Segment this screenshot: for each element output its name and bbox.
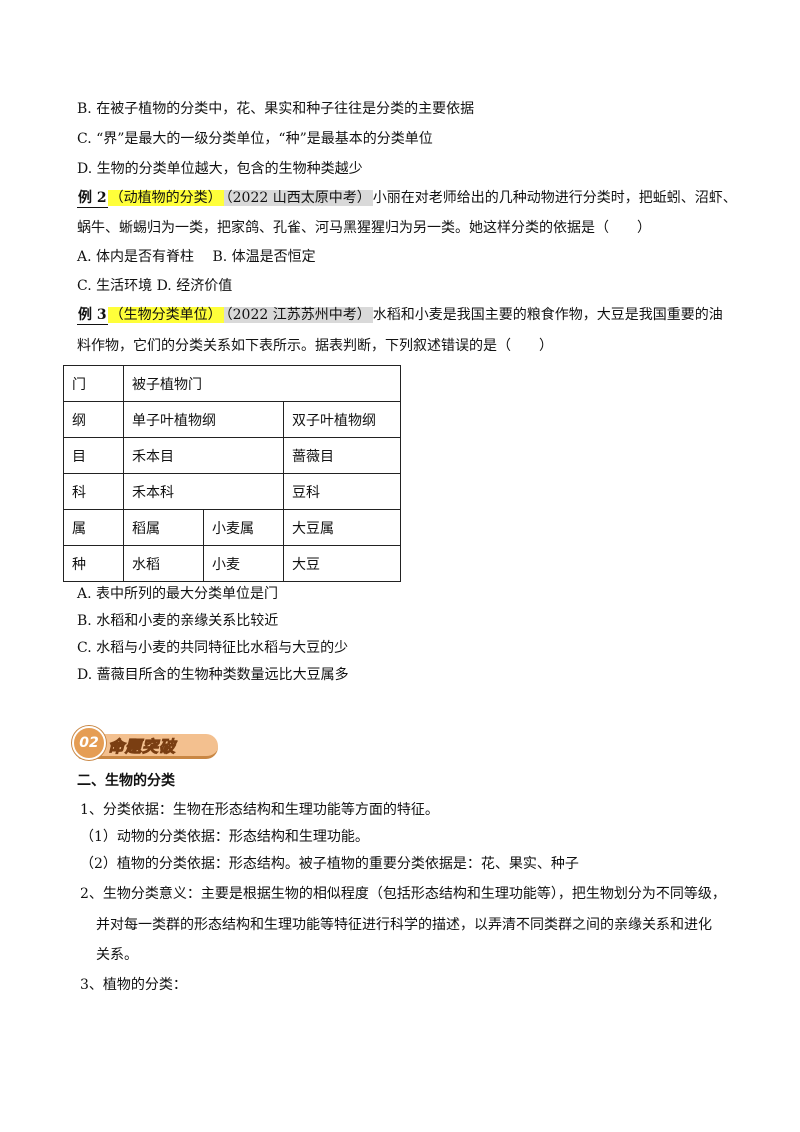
- table-row: 目 禾本目 蔷薇目: [63, 437, 401, 474]
- example3-stem-line2: 料作物，它们的分类关系如下表所示。据表判断，下列叙述错误的是（ ）: [77, 338, 553, 354]
- table-cell: 禾本科: [123, 473, 284, 510]
- example2-stem-line1: 小丽在对老师给出的几种动物进行分类时，把蚯蚓、沼虾、: [372, 190, 737, 206]
- q1-option-b: B. 在被子植物的分类中，花、果实和种子往往是分类的主要依据: [77, 101, 475, 117]
- table-cell-rank: 科: [63, 473, 124, 510]
- table-cell: 豆科: [283, 473, 401, 510]
- example2-options-line1: A. 体内是否有脊柱 B. 体温是否恒定: [77, 249, 316, 265]
- example2-stem-line2: 蜗牛、蜥蜴归为一类，把家鸽、孔雀、河马黑猩猩归为另一类。她这样分类的依据是（ ）: [77, 220, 651, 236]
- section-title: 二、生物的分类: [77, 773, 175, 789]
- example3-stem: 例 3（生物分类单位）（2022 江苏苏州中考）水稻和小麦是我国主要的粮食作物，…: [77, 305, 723, 325]
- table-cell-rank: 目: [63, 437, 124, 474]
- example3-stem-line1: 水稻和小麦是我国主要的粮食作物，大豆是我国重要的油: [372, 307, 723, 323]
- table-cell: 蔷薇目: [283, 437, 401, 474]
- q1-option-d: D. 生物的分类单位越大，包含的生物种类越少: [77, 161, 363, 177]
- table-row: 种 水稻 小麦 大豆: [63, 545, 401, 582]
- table-cell: 双子叶植物纲: [283, 401, 401, 438]
- table-cell-rank: 纲: [63, 401, 124, 438]
- table-row: 纲 单子叶植物纲 双子叶植物纲: [63, 401, 401, 438]
- classification-table: 门 被子植物门 纲 单子叶植物纲 双子叶植物纲 目 禾本目 蔷薇目 科 禾本科 …: [63, 365, 401, 582]
- example3-option-a: A. 表中所列的最大分类单位是门: [77, 586, 279, 602]
- example3-option-c: C. 水稻与小麦的共同特征比水稻与大豆的少: [77, 640, 349, 656]
- table-cell-rank: 门: [63, 365, 124, 402]
- table-cell: 单子叶植物纲: [123, 401, 284, 438]
- example2-source: （2022 山西太原中考）: [223, 190, 373, 206]
- example2-topic: （动植物的分类）: [107, 190, 224, 206]
- banner-title: 命题突破: [107, 737, 177, 757]
- banner-number: 02: [72, 726, 106, 760]
- table-cell: 小麦属: [203, 509, 284, 546]
- table-cell: 大豆属: [283, 509, 401, 546]
- example2-options-line2: C. 生活环境 D. 经济价值: [77, 278, 233, 294]
- table-cell-rank: 属: [63, 509, 124, 546]
- table-cell: 稻属: [123, 509, 204, 546]
- example3-option-b: B. 水稻和小麦的亲缘关系比较近: [77, 613, 279, 629]
- table-cell: 水稻: [123, 545, 204, 582]
- example3-topic: （生物分类单位）: [107, 307, 224, 323]
- q1-option-c: C. “界”是最大的一级分类单位，“种”是最基本的分类单位: [77, 131, 433, 147]
- table-cell: 被子植物门: [123, 365, 401, 402]
- section-line: 并对每一类群的形态结构和生理功能等特征进行科学的描述，以弄清不同类群之间的亲缘关…: [96, 917, 712, 933]
- example2-tag: 例 2: [77, 190, 108, 208]
- table-row: 属 稻属 小麦属 大豆属: [63, 509, 401, 546]
- table-cell: 大豆: [283, 545, 401, 582]
- example3-option-d: D. 蔷薇目所含的生物种类数量远比大豆属多: [77, 667, 349, 683]
- section-line: 关系。: [96, 947, 138, 963]
- table-cell: 小麦: [203, 545, 284, 582]
- table-row: 门 被子植物门: [63, 365, 401, 402]
- section-line: （2）植物的分类依据：形态结构。被子植物的重要分类依据是：花、果实、种子: [80, 856, 579, 872]
- section-line: 1、分类依据：生物在形态结构和生理功能等方面的特征。: [80, 802, 439, 818]
- section-line: 2、生物分类意义：主要是根据生物的相似程度（包括形态结构和生理功能等），把生物划…: [80, 886, 726, 902]
- section-line: （1）动物的分类依据：形态结构和生理功能。: [80, 829, 369, 845]
- table-cell-rank: 种: [63, 545, 124, 582]
- section-line: 3、植物的分类：: [80, 977, 187, 993]
- section-banner: 02 命题突破: [72, 725, 222, 761]
- example3-tag: 例 3: [77, 307, 108, 325]
- table-row: 科 禾本科 豆科: [63, 473, 401, 510]
- table-cell: 禾本目: [123, 437, 284, 474]
- example3-source: （2022 江苏苏州中考）: [223, 307, 373, 323]
- example2-stem: 例 2（动植物的分类）（2022 山西太原中考）小丽在对老师给出的几种动物进行分…: [77, 188, 737, 208]
